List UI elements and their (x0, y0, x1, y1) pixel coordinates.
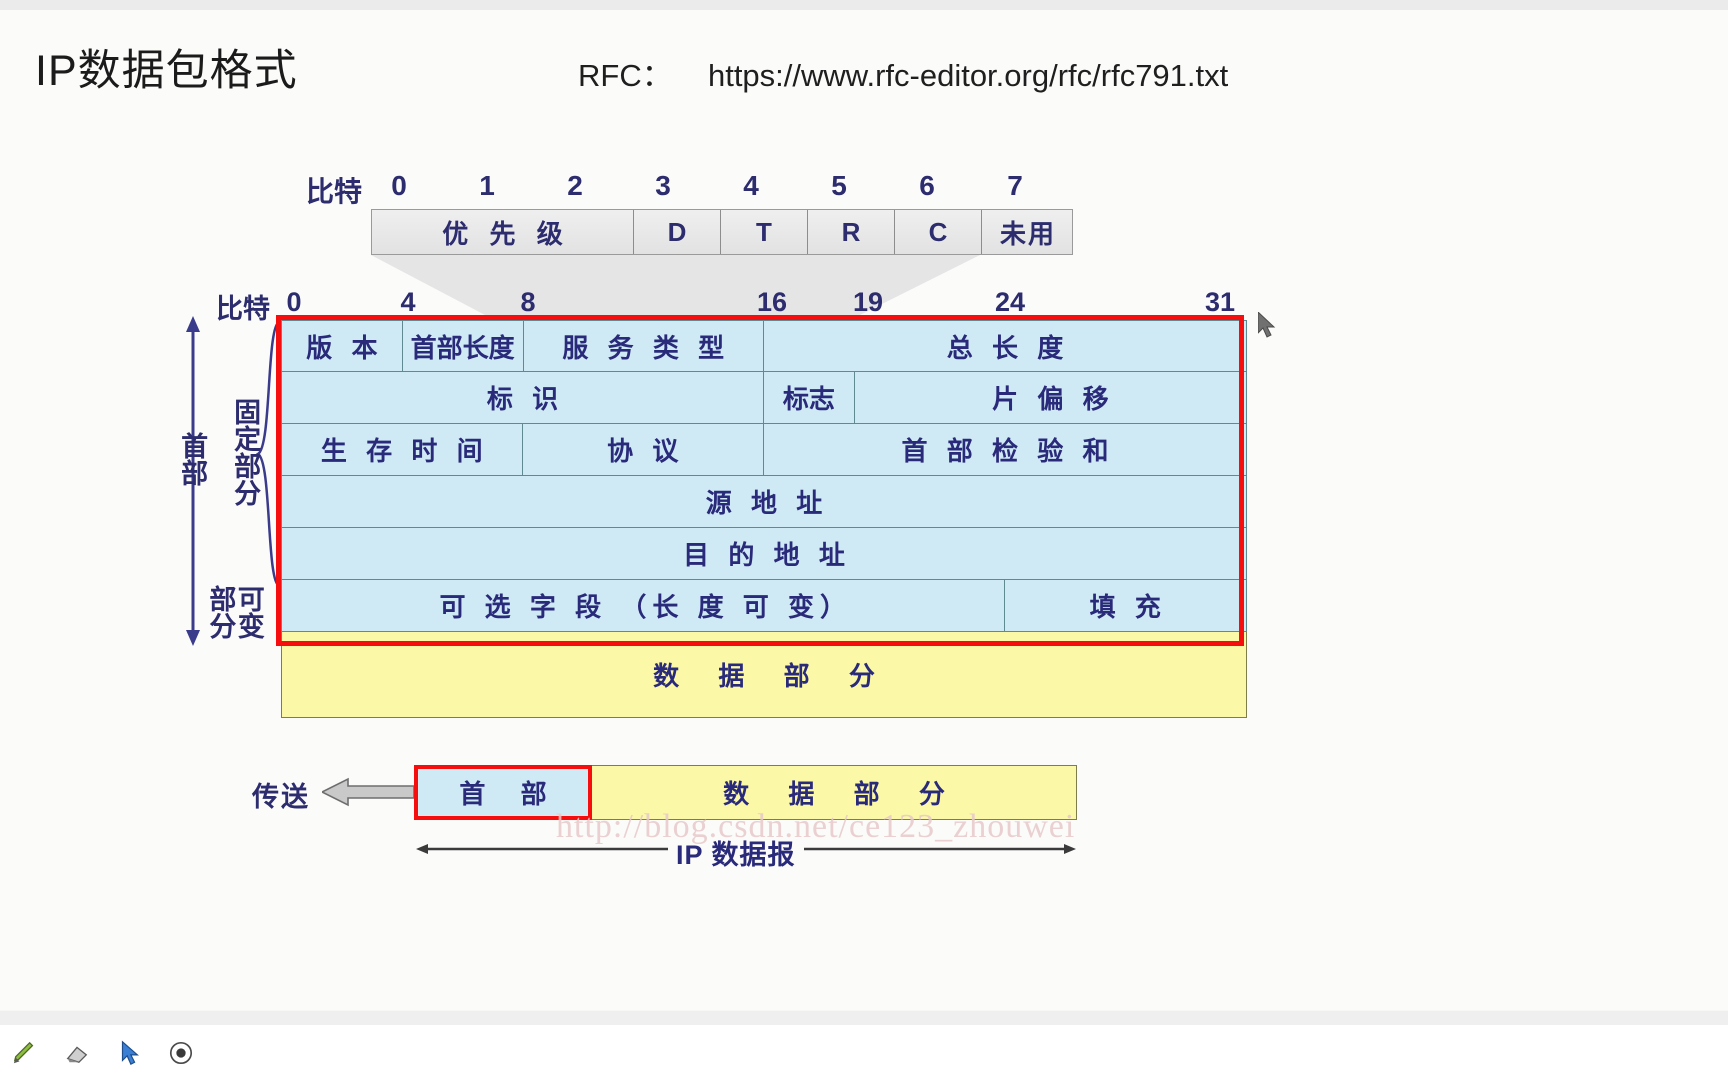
tos-tick-5: 5 (831, 170, 847, 201)
tos-cell-r: R (808, 210, 895, 254)
header-tick-16: 16 (756, 287, 788, 317)
field-header-checksum: 首 部 检 验 和 (764, 424, 1246, 475)
field-header-length: 首部长度 (402, 321, 524, 371)
table-row: 生 存 时 间 协 议 首 部 检 验 和 (281, 424, 1247, 476)
field-identification: 标 识 (282, 372, 764, 423)
header-tick-4: 4 (400, 287, 416, 317)
tos-tick-2: 2 (567, 170, 583, 201)
expansion-funnel-icon (371, 255, 980, 315)
field-flags: 标志 (764, 372, 855, 423)
tos-tick-1: 1 (479, 170, 495, 201)
tos-tick-0: 0 (391, 170, 407, 201)
tos-cell-d: D (634, 210, 721, 254)
field-type-of-service: 服 务 类 型 (523, 321, 764, 371)
tos-cell-t: T (721, 210, 808, 254)
field-options: 可 选 字 段 （长 度 可 变） (282, 580, 1005, 631)
table-row: 版 本 首部长度 服 务 类 型 总 长 度 (281, 320, 1247, 372)
label-ip-datagram: IP 数据报 (668, 833, 804, 872)
packet-header-block: 首 部 (414, 765, 592, 820)
eraser-tool-icon[interactable] (60, 1036, 94, 1070)
packet-data-block: 数 据 部 分 (592, 765, 1077, 820)
header-tick-19: 19 (852, 287, 884, 317)
field-version: 版 本 (282, 321, 403, 371)
field-data-section: 数 据 部 分 (281, 632, 1247, 718)
header-tick-24: 24 (994, 287, 1026, 317)
ip-datagram-table: 版 本 首部长度 服 务 类 型 总 长 度 标 识 标志 片 偏 移 生 存 … (281, 320, 1247, 718)
header-tick-31: 31 (1204, 287, 1236, 317)
tos-cell-precedence: 优 先 级 (372, 210, 634, 254)
pointer-tool-icon[interactable] (112, 1036, 146, 1070)
field-destination-address: 目 的 地 址 (282, 528, 1246, 579)
tos-bit-word: 比特 (306, 176, 363, 207)
label-variable-part-text: 可变部分 (205, 585, 264, 639)
table-row: 可 选 字 段 （长 度 可 变） 填 充 (281, 580, 1247, 632)
label-variable-part: 可变部分 (205, 585, 276, 662)
pen-tool-icon[interactable] (8, 1036, 42, 1070)
slide-canvas: IP数据包格式 RFC： https://www.rfc-editor.org/… (0, 0, 1728, 1025)
field-fragment-offset: 片 偏 移 (854, 372, 1246, 423)
label-fixed-part-text: 固定部分 (230, 398, 261, 506)
rfc-reference: RFC： https://www.rfc-editor.org/rfc/rfc7… (578, 50, 1228, 95)
header-tick-8: 8 (520, 287, 536, 317)
mouse-cursor-icon (1258, 312, 1276, 338)
table-row: 源 地 址 (281, 476, 1247, 528)
rfc-url: https://www.rfc-editor.org/rfc/rfc791.tx… (707, 58, 1229, 93)
header-bit-word: 比特 (216, 294, 270, 324)
label-transmit: 传送 (252, 782, 310, 812)
label-fixed-part: 固定部分 (228, 398, 262, 511)
rfc-label: RFC： (578, 58, 673, 93)
table-row: 标 识 标志 片 偏 移 (281, 372, 1247, 424)
tos-tick-4: 4 (743, 170, 759, 201)
field-time-to-live: 生 存 时 间 (282, 424, 523, 475)
transmit-arrow-icon (322, 777, 414, 807)
fixed-part-brace-icon (256, 320, 281, 588)
table-row: 目 的 地 址 (281, 528, 1247, 580)
tos-field-row: 优 先 级 D T R C 未用 (371, 209, 1073, 255)
slide-top-band (0, 0, 1728, 10)
field-total-length: 总 长 度 (764, 321, 1246, 371)
tos-cell-c: C (895, 210, 982, 254)
record-tool-icon[interactable] (164, 1036, 198, 1070)
tos-tick-6: 6 (919, 170, 935, 201)
tos-tick-3: 3 (655, 170, 671, 201)
slide-bottom-band (0, 1011, 1728, 1025)
header-span-arrow-icon (186, 316, 200, 646)
label-header-text: 首部 (177, 432, 208, 486)
tos-tick-7: 7 (1007, 170, 1023, 201)
header-tick-0: 0 (286, 287, 302, 317)
annotation-toolbar[interactable] (0, 1025, 1728, 1080)
label-header-vertical: 首部 (175, 432, 209, 491)
tos-cell-unused: 未用 (982, 210, 1072, 254)
field-protocol: 协 议 (522, 424, 764, 475)
field-source-address: 源 地 址 (282, 476, 1246, 527)
field-padding: 填 充 (1004, 580, 1246, 631)
packet-layout-row: 首 部 数 据 部 分 (414, 765, 1077, 820)
page-title: IP数据包格式 (35, 47, 298, 95)
